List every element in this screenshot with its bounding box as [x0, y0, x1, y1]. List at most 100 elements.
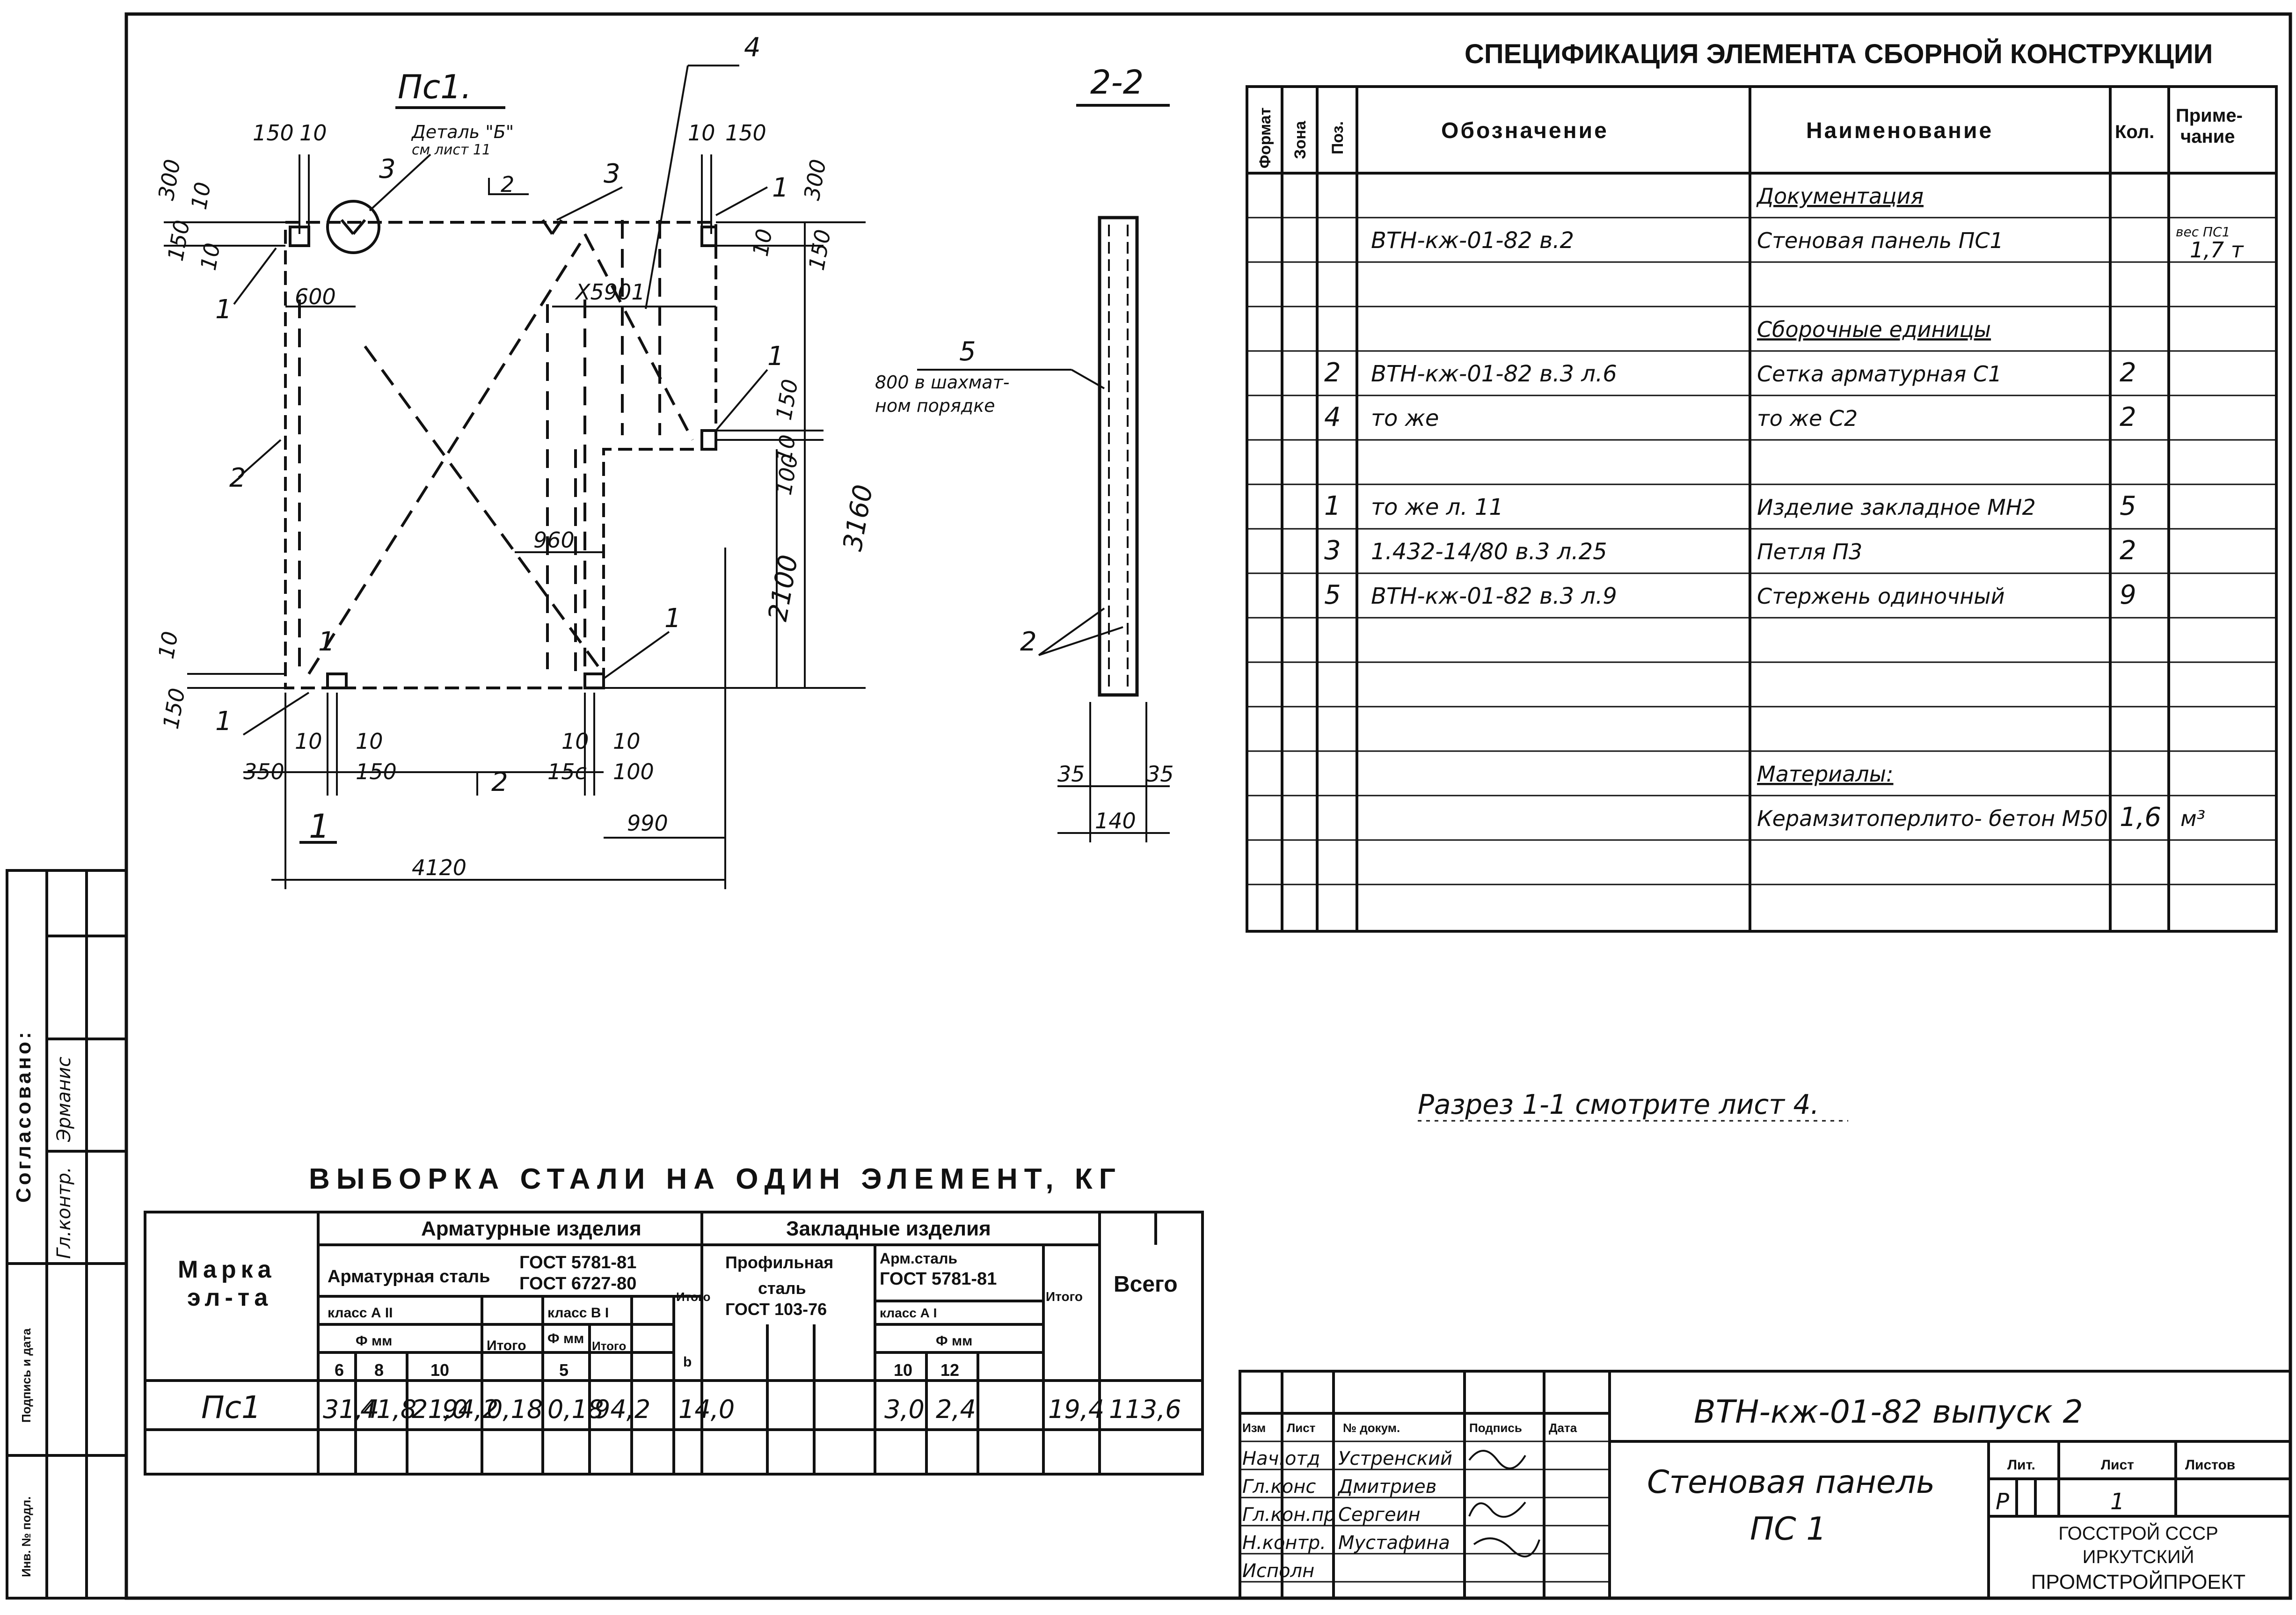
dim-4120: 4120: [412, 855, 466, 880]
spec-h-prim: Приме-: [2176, 105, 2243, 126]
spec-h-kol: Кол.: [2115, 122, 2154, 142]
stamp-object-name1: Стеновая панель: [1647, 1464, 1935, 1501]
spec-oboz: ВТН-кж-01-82 в.2: [1371, 227, 1574, 254]
steel-value-cell: 21,0: [412, 1395, 468, 1424]
steel-h-itogo3: Итого: [676, 1290, 710, 1304]
spec-h-prim2: чание: [2180, 126, 2235, 147]
dim-10g: 10: [771, 433, 801, 464]
dim-150e: 150: [771, 377, 803, 422]
steel-h-prof: Профильная: [725, 1253, 833, 1272]
stamp-r4-name: Мустафина: [1338, 1532, 1450, 1554]
stamp-h-lit: Лит.: [2007, 1457, 2035, 1473]
approval-title: Согласовано:: [12, 1029, 35, 1203]
spec-name: Стержень одиночный: [1757, 584, 2005, 609]
dim-10i: 10: [295, 729, 322, 754]
spec-prim: м³: [2180, 806, 2205, 831]
spec-kol: 9: [2120, 580, 2136, 610]
dim-10c: 10: [196, 241, 225, 272]
spec-pos: 5: [1324, 580, 1341, 610]
steel-h-d12: 12: [940, 1360, 959, 1380]
stamp-h-podp: Подпись: [1469, 1421, 1522, 1435]
dim-10a: 10: [299, 120, 327, 146]
stamp-r3-role: Гл.кон.пр: [1242, 1504, 1336, 1526]
spec-pos: 4: [1324, 402, 1341, 432]
spec-title: СПЕЦИФИКАЦИЯ ЭЛЕМЕНТА СБОРНОЙ КОНСТРУКЦИ…: [1465, 39, 2213, 69]
stamp-h-data: Дата: [1549, 1421, 1577, 1435]
stamp-r2-name: Дмитриев: [1337, 1476, 1436, 1498]
spec-h-format: Формат: [1256, 108, 1274, 168]
steel-h-armstal2: Арм.сталь: [880, 1250, 957, 1267]
plan-title: Пс1.: [398, 68, 472, 106]
dim-350: 350: [243, 759, 284, 784]
spec-name: Сборочные единицы: [1757, 317, 1991, 342]
pos-2c: 2: [1020, 627, 1037, 657]
approval-sign-date: Подпись и дата: [19, 1328, 33, 1423]
steel-h-d10b: 10: [894, 1360, 912, 1380]
steel-value-cell: 113,6: [1109, 1395, 1181, 1424]
dim-300: 300: [153, 157, 185, 202]
steel-h-gost1: ГОСТ 5781-81: [519, 1253, 636, 1272]
steel-h-armstal: Арматурная сталь: [328, 1267, 490, 1286]
spec-name: Петля П3: [1757, 539, 1862, 564]
pos-1b: 1: [772, 173, 789, 203]
dim-10b: 10: [186, 180, 216, 212]
spec-name: Документация: [1756, 183, 1924, 209]
spec-name: Стеновая панель ПС1: [1757, 228, 2004, 253]
spec-pos: 3: [1324, 535, 1341, 566]
stamp-h-list2: Лист: [2101, 1457, 2134, 1473]
spec-oboz: ВТН-кж-01-82 в.3 л.6: [1371, 361, 1617, 387]
spec-prim2: 1,7 т: [2190, 237, 2244, 263]
pos-1d: 1: [664, 603, 681, 634]
steel-title: ВЫБОРКА СТАЛИ НА ОДИН ЭЛЕМЕНТ, КГ: [309, 1163, 1122, 1195]
dim-300b: 300: [799, 157, 831, 202]
spec-name: то же С2: [1757, 406, 1858, 431]
dim-10k: 10: [561, 729, 589, 754]
detail-ref: см лист 11: [412, 142, 491, 158]
dim-100b: 100: [613, 759, 654, 784]
dim-140: 140: [1095, 808, 1136, 833]
spec-prim: вес ПС1: [2176, 224, 2230, 240]
steel-h-marka2: эл-та: [187, 1284, 272, 1311]
stamp-h-listov: Листов: [2185, 1457, 2235, 1473]
steel-h-phi3: Ф мм: [936, 1333, 972, 1349]
stamp-object-name2: ПС 1: [1750, 1511, 1827, 1548]
spec-kol: 2: [2120, 358, 2136, 388]
section-2-2: 2-2 5 800 в шахмат- ном порядке 2 35 35 …: [875, 63, 1174, 842]
approval-name1: Эрманис: [53, 1057, 75, 1142]
dim-150d: 150: [804, 227, 836, 272]
steel-h-d6: 6: [335, 1360, 344, 1380]
dim-10l: 10: [613, 729, 641, 754]
dim-2100: 2100: [763, 553, 804, 624]
spec-name: Керамзитоперлито- бетон М50: [1757, 806, 2108, 831]
approval-inv: Инв. № подл.: [19, 1496, 33, 1577]
dim-35a: 35: [1057, 761, 1085, 787]
dim-35b: 35: [1146, 761, 1174, 787]
dim-150a: 150: [253, 120, 294, 146]
steel-h-d8: 8: [374, 1360, 384, 1380]
steel-value-cell: 94,2: [442, 1395, 498, 1424]
steel-h-klassA: класс А II: [328, 1305, 393, 1321]
steel-h-gost3: ГОСТ 103-76: [725, 1300, 827, 1319]
approval-strip: Согласовано: Гл.контр. Эрманис Подпись и…: [6, 869, 128, 1600]
steel-h-prof2: сталь: [758, 1279, 806, 1298]
stamp-r1-role: Нач.отд: [1242, 1448, 1320, 1469]
note-800: 800 в шахмат-: [875, 372, 1009, 393]
pos-5: 5: [959, 336, 976, 367]
steel-h-gost4: ГОСТ 5781-81: [880, 1269, 997, 1289]
spec-kol: 2: [2120, 402, 2136, 432]
pos-3a: 3: [379, 154, 396, 184]
dim-10h: 10: [153, 629, 183, 661]
dim-15c: 15c: [547, 759, 587, 784]
spec-pos: 1: [1324, 491, 1341, 521]
stamp-list: 1: [2110, 1489, 2125, 1515]
steel-h-marka: Марка: [178, 1256, 276, 1283]
pos-3b: 3: [604, 159, 620, 189]
spec-h-zone: Зона: [1291, 120, 1309, 159]
stamp-lit: Р: [1996, 1489, 2009, 1515]
stamp-org3: ПРОМСТРОЙПРОЕКТ: [2031, 1570, 2245, 1593]
steel-value-cell: 14,0: [678, 1395, 735, 1424]
stamp-code: ВТН-кж-01-82 выпуск 2: [1694, 1394, 2083, 1431]
dim-150c: 150: [725, 120, 766, 146]
spec-name: Материалы:: [1757, 761, 1893, 787]
stamp-h-ndok: № докум.: [1343, 1421, 1400, 1435]
